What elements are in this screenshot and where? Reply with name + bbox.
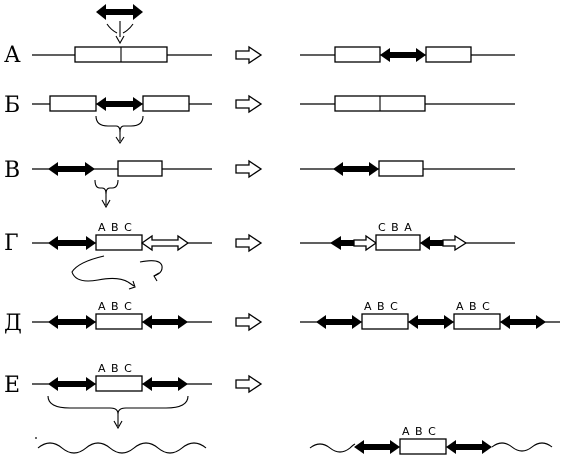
row-label-b: Б <box>4 93 20 118</box>
row-v-right <box>300 160 515 177</box>
row-label-a: А <box>4 43 21 68</box>
row-v-left <box>32 160 212 209</box>
row-g-right: C B A <box>300 221 515 252</box>
transform-arrow-icon <box>235 95 262 113</box>
wavy-chromosome <box>309 443 356 453</box>
double-arrow-icon <box>354 440 400 454</box>
row-g-left: A B C <box>32 221 212 290</box>
double-arrow-icon <box>316 315 362 329</box>
row-b-right <box>300 95 515 112</box>
transform-arrow-icon <box>235 234 262 252</box>
double-arrow-icon <box>48 236 96 250</box>
transform-arrow-icon <box>235 375 262 393</box>
transform-arrow-icon <box>235 46 262 64</box>
double-arrow-icon <box>446 440 492 454</box>
double-arrow-icon <box>380 48 426 62</box>
gene-labels: A B C <box>98 221 133 234</box>
wavy-chromosome <box>491 442 553 452</box>
gene-labels-copy-1: A B C <box>364 300 399 313</box>
wavy-chromosome <box>37 442 207 454</box>
row-b-left <box>32 95 212 144</box>
row-label-v: В <box>4 158 20 183</box>
double-arrow-icon <box>142 315 188 329</box>
row-d-right: A B C A B C <box>300 300 560 330</box>
gene-labels: A B C <box>98 362 133 375</box>
gene-labels: A B C <box>98 300 133 313</box>
double-arrow-icon <box>48 315 96 329</box>
row-label-e: Е <box>4 373 20 398</box>
double-arrow-icon <box>333 162 379 176</box>
row-d-left: A B C <box>32 300 212 330</box>
double-arrow-icon <box>408 315 454 329</box>
double-arrow-outline-icon <box>140 234 190 252</box>
double-arrow-icon <box>48 377 96 391</box>
gene-labels-copy-2: A B C <box>456 300 491 313</box>
row-a-left <box>32 4 212 63</box>
row-a-right <box>300 46 515 63</box>
double-arrow-icon <box>48 162 95 176</box>
double-arrow-icon <box>500 315 546 329</box>
row-e-left: A B C <box>32 362 212 454</box>
double-arrow-icon <box>96 4 143 20</box>
double-arrow-icon <box>96 97 143 111</box>
double-arrow-icon <box>142 377 188 391</box>
gene-labels-inserted: A B C <box>402 425 437 438</box>
gene-labels-inverted: C B A <box>378 221 413 234</box>
transform-arrow-icon <box>235 160 262 178</box>
row-label-g: Г <box>4 231 19 256</box>
row-e-right: A B C <box>309 425 553 455</box>
transform-arrow-icon <box>235 313 262 331</box>
row-label-d: Д <box>4 311 22 336</box>
